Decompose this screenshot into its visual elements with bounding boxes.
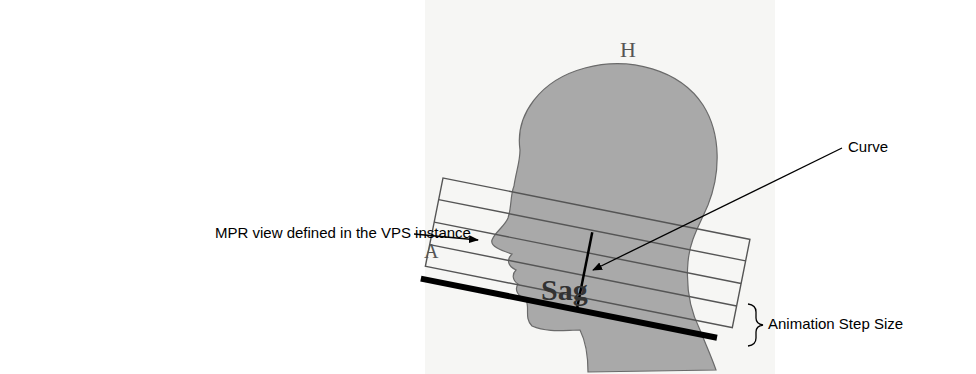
head-silhouette [492, 64, 717, 372]
slice-line [430, 245, 737, 306]
leader-arrow [593, 148, 842, 270]
orientation-letter: A [424, 240, 438, 262]
scan-ground [425, 0, 775, 374]
callout-label: Curve [848, 139, 888, 156]
view-label: Sag [541, 273, 588, 306]
callout-label: Animation Step Size [768, 316, 903, 333]
step-bracket [748, 304, 763, 346]
mpr-slab [421, 178, 750, 341]
orientation-letter: H [620, 38, 636, 62]
callout-label: MPR view defined in the VPS instance [215, 225, 471, 242]
slice-line [439, 200, 746, 261]
slab-outline [425, 178, 750, 328]
